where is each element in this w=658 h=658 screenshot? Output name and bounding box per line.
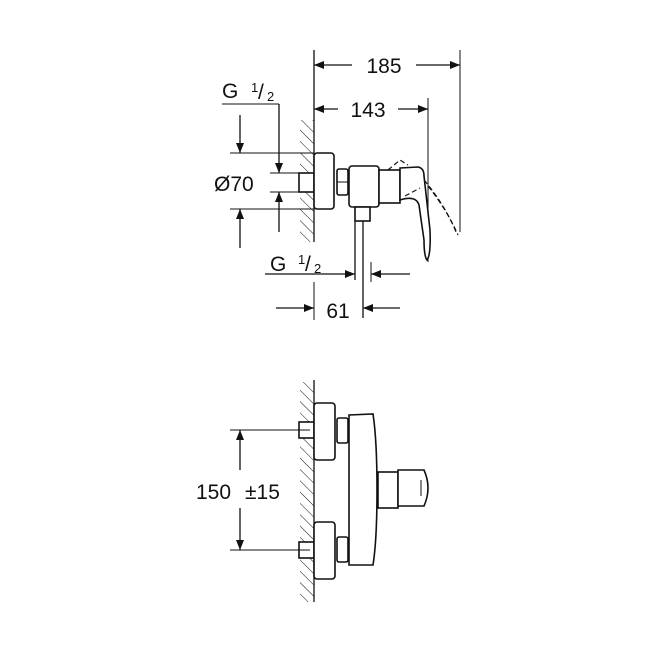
front-view: 150 ±15 (196, 380, 429, 602)
outlet-connector (354, 206, 371, 222)
thread-inlet-num: 1 (251, 80, 258, 95)
thread-inlet-prefix: G (222, 80, 238, 103)
dim-70-label: Ø70 (214, 173, 254, 196)
connection-nut-bottom (336, 536, 349, 563)
valve-body (348, 165, 380, 208)
thread-outlet-prefix: G (270, 253, 286, 276)
wall-hatch (300, 382, 314, 602)
side-view: 185 143 G 1 / 2 Ø70 (214, 50, 461, 323)
thread-inlet-den: 2 (267, 89, 274, 104)
thread-inlet-slash: / (258, 81, 264, 104)
thread-outlet-num: 1 (298, 252, 305, 267)
dim-61-label: 61 (326, 300, 349, 323)
dim-tolerance-label: ±15 (245, 481, 280, 504)
wall-flange (313, 152, 335, 210)
cartridge-housing (377, 471, 399, 509)
thread-outlet-slash: / (305, 253, 311, 276)
wall-flange-top (313, 402, 336, 461)
valve-body (348, 413, 378, 566)
lever-handle-end (397, 469, 429, 507)
inlet-pipe-stub (298, 172, 315, 193)
dim-185-label: 185 (366, 55, 401, 78)
handle-hidden-lines (387, 159, 421, 197)
dim-150-label: 150 (196, 481, 231, 504)
lever-handle (399, 166, 431, 262)
cartridge-housing (378, 169, 401, 204)
dim-143-label: 143 (350, 99, 385, 122)
thread-outlet-den: 2 (314, 261, 321, 276)
wall-flange-bottom (313, 521, 336, 580)
connection-nut-top (336, 417, 349, 444)
handle-swing-path (427, 185, 459, 236)
